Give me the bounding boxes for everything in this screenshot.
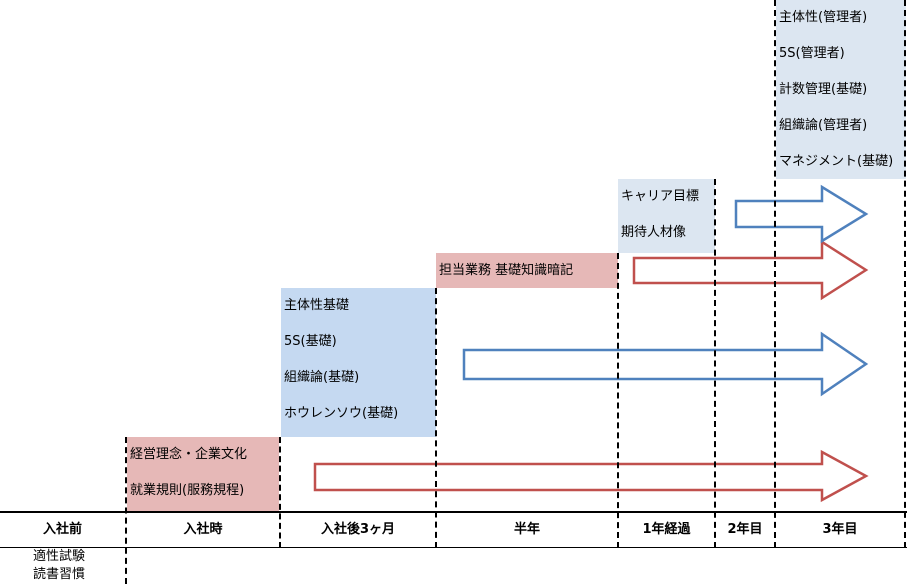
divider-two-year (714, 179, 716, 548)
three-year-item: 組織論(管理者) (779, 118, 868, 133)
timeline-top-line (0, 511, 907, 513)
blue-arrow-one-year (734, 184, 869, 244)
phase-entry: 入社時 (183, 522, 223, 537)
red-arrow-entry (313, 449, 869, 503)
three-year-item: マネジメント(基礎) (779, 154, 894, 169)
three-months-item: ホウレンソウ(基礎) (284, 406, 399, 421)
divider-entry (125, 437, 127, 584)
phase-two-year: 2年目 (727, 522, 763, 537)
divider-half-year (435, 288, 437, 548)
three-year-box: 主体性(管理者) 5S(管理者) 計数管理(基礎) 組織論(管理者) マネジメン… (776, 0, 906, 179)
blue-arrow-three-months (462, 331, 869, 397)
three-year-item: 5S(管理者) (779, 46, 845, 61)
timeline-bottom-line (0, 547, 907, 548)
divider-three-months (279, 437, 281, 548)
three-year-item: 計数管理(基礎) (779, 82, 868, 97)
one-year-item: 期待人材像 (621, 225, 687, 240)
divider-three-year-right (904, 0, 906, 548)
phase-pre-entry: 入社前 (42, 522, 82, 537)
one-year-item: キャリア目標 (621, 189, 700, 204)
three-months-item: 5S(基礎) (284, 334, 337, 349)
pre-entry-item: 適性試験 (33, 549, 86, 564)
three-months-box: 主体性基礎 5S(基礎) 組織論(基礎) ホウレンソウ(基礎) (281, 288, 436, 437)
three-months-item: 組織論(基礎) (284, 370, 360, 385)
one-year-box: キャリア目標 期待人材像 (618, 179, 715, 253)
red-arrow-half-year (632, 239, 869, 301)
entry-item: 経営理念・企業文化 (130, 447, 248, 462)
phase-half-year: 半年 (513, 522, 540, 537)
half-year-box: 担当業務 基礎知識暗記 (436, 253, 618, 288)
entry-item: 就業規則(服務規程) (130, 483, 245, 498)
phase-three-year: 3年目 (822, 522, 858, 537)
half-year-item: 担当業務 基礎知識暗記 (439, 263, 574, 278)
pre-entry-item: 読書習慣 (33, 567, 86, 582)
phase-one-year: 1年経過 (642, 522, 691, 537)
entry-box: 経営理念・企業文化 就業規則(服務規程) (127, 437, 279, 511)
divider-three-year-left (774, 0, 776, 548)
pre-entry-notes: 適性試験 読書習慣 (33, 548, 85, 584)
phase-three-months: 入社後3ヶ月 (320, 522, 396, 537)
three-year-item: 主体性(管理者) (779, 10, 868, 25)
three-months-item: 主体性基礎 (284, 298, 350, 313)
divider-one-year (617, 253, 619, 548)
